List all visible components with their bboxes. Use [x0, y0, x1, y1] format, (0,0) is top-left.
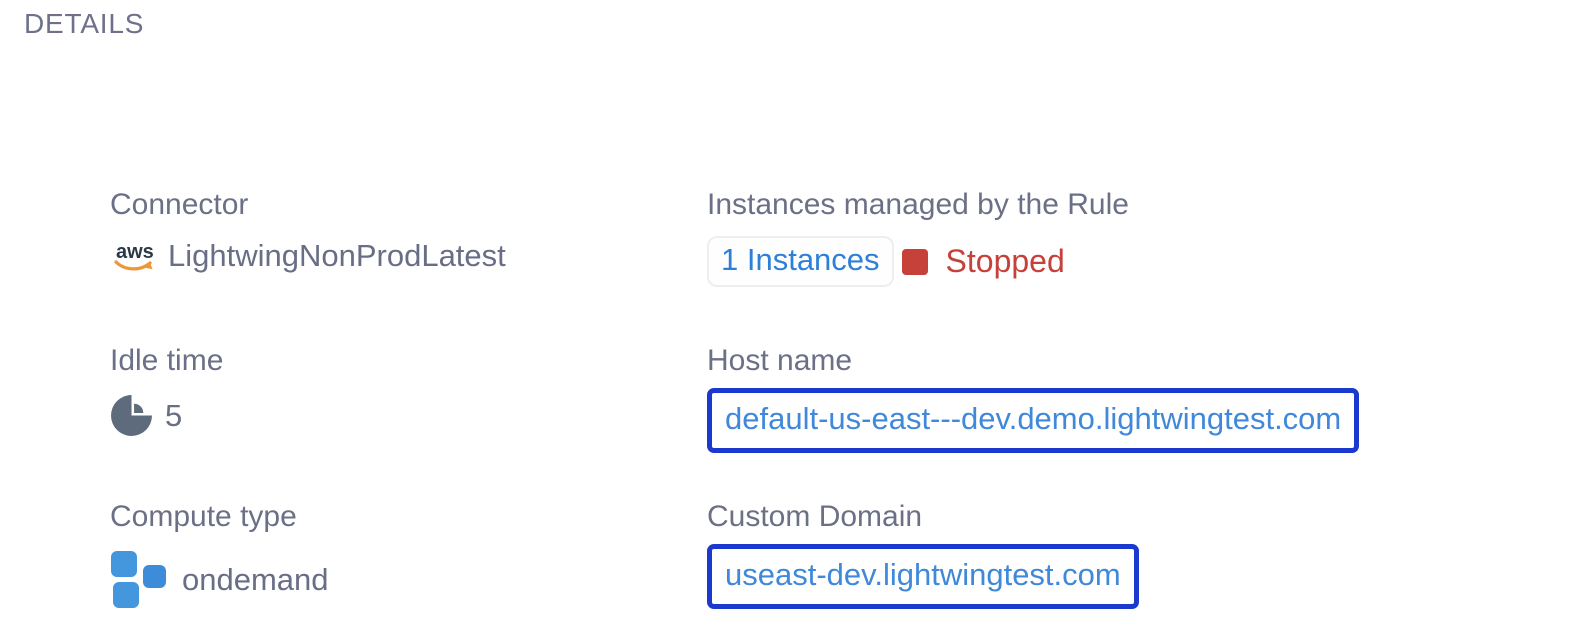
pie-chart-icon: [110, 394, 153, 437]
panel-title: DETAILS: [24, 8, 145, 39]
field-host-name: Host name default-us-east---dev.demo.lig…: [707, 342, 1580, 453]
idle-time-value-row: 5: [110, 394, 707, 437]
instances-value-row: 1 Instances Stopped: [707, 236, 1580, 287]
connector-name: LightwingNonProdLatest: [168, 238, 506, 273]
custom-domain-label: Custom Domain: [707, 500, 923, 533]
host-name-label: Host name: [707, 344, 853, 377]
instances-count-link[interactable]: 1 Instances: [707, 236, 894, 287]
connector-label: Connector: [110, 188, 249, 221]
connector-value-row: aws LightwingNonProdLatest: [110, 238, 707, 274]
idle-time-value: 5: [165, 397, 183, 433]
compute-type-label: Compute type: [110, 500, 297, 533]
idle-time-label: Idle time: [110, 344, 224, 377]
compute-type-value-row: ondemand: [110, 550, 707, 610]
aws-icon: aws: [110, 238, 156, 274]
instances-status: Stopped: [945, 243, 1065, 279]
field-custom-domain: Custom Domain useast-dev.lightwingtest.c…: [707, 498, 1580, 609]
field-compute-type: Compute type ondemand: [110, 498, 707, 610]
field-instances: Instances managed by the Rule 1 Instance…: [707, 186, 1580, 287]
field-connector: Connector aws LightwingNonProdLatest: [110, 186, 707, 274]
stopped-status-icon: [901, 248, 928, 275]
instances-label: Instances managed by the Rule: [707, 188, 1129, 221]
details-grid: Connector aws LightwingNonProdLatest Ins…: [110, 186, 1580, 642]
svg-text:aws: aws: [116, 241, 154, 263]
field-idle-time: Idle time 5: [110, 342, 707, 437]
host-name-link[interactable]: default-us-east---dev.demo.lightwingtest…: [707, 388, 1360, 453]
custom-domain-link[interactable]: useast-dev.lightwingtest.com: [707, 544, 1139, 609]
compute-squares-icon: [110, 550, 170, 610]
compute-type-value: ondemand: [182, 562, 329, 597]
